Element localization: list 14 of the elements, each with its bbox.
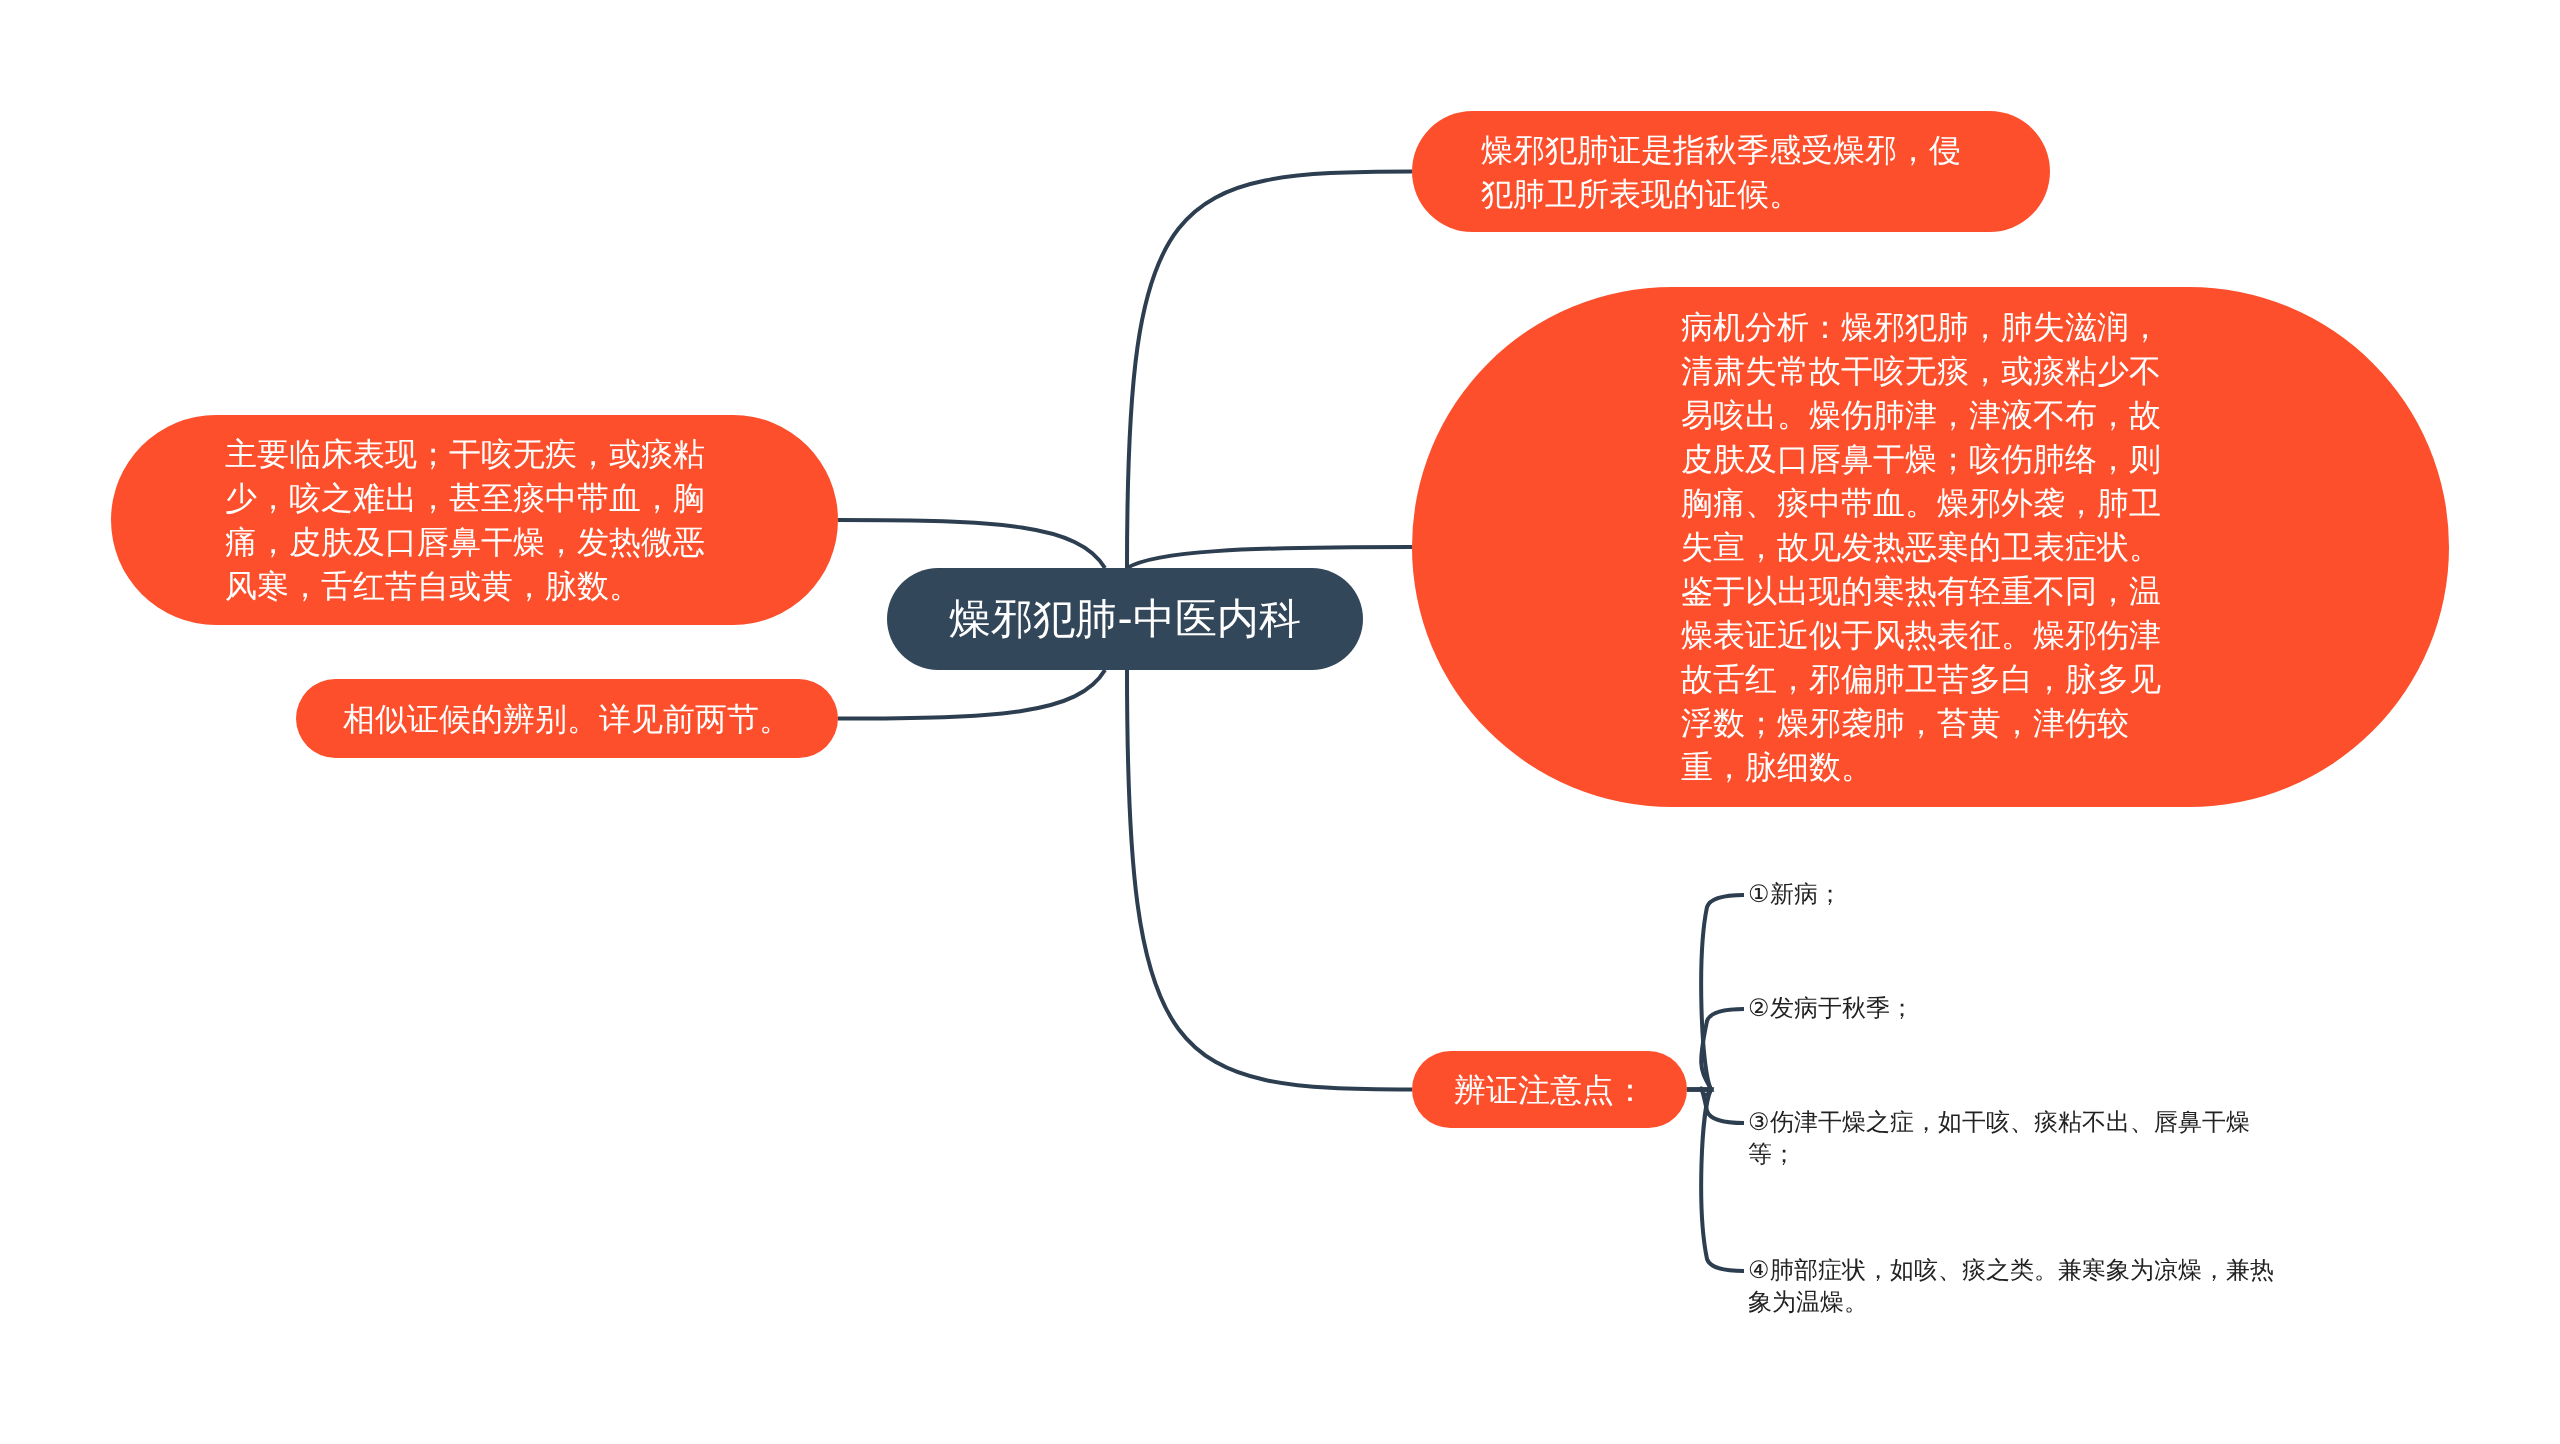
connector-line [838, 668, 1107, 721]
topic-box: 辨证注意点： [1412, 1051, 1687, 1128]
list-item-text: ②发病于秋季； [1748, 992, 2268, 1026]
list-item-text: ①新病； [1748, 878, 2268, 912]
list-item-text: ③伤津干燥之症，如干咳、痰粘不出、唇鼻干燥等； [1748, 1106, 2288, 1172]
topic-box: 病机分析：燥邪犯肺，肺失滋润，清肃失常故干咳无痰，或痰粘少不易咳出。燥伤肺津，津液不布，故皮肤及口唇鼻干燥；咳伤肺络，则胸痛、痰中带血。燥邪外袭，肺卫失宣，故见发热恶寒的卫表症状。鉴于以出现的寒热有轻重不同，温燥表证近似于风热表征。燥邪伤津故舌红，邪偏肺卫苦多白，脉多见浮数；燥邪袭肺，苔黄，津伤较重，脉细数。 [1412, 287, 2449, 807]
connector-line [838, 518, 1107, 570]
connector-line [1126, 545, 1412, 570]
list-item-text: ④肺部症状，如咳、痰之类。兼寒象为凉燥，兼热象为温燥。 [1748, 1254, 2288, 1320]
topic-box: 相似证候的辨别。详见前两节。 [296, 679, 838, 758]
central-topic-box: 燥邪犯肺-中医内科 [887, 568, 1363, 670]
topic-box: 主要临床表现；干咳无疾，或痰粘少，咳之难出，甚至痰中带血，胸痛，皮肤及口唇鼻干燥，发热微恶风寒，舌红苦自或黄，脉数。 [111, 415, 838, 625]
topic-box: 燥邪犯肺证是指秋季感受燥邪，侵犯肺卫所表现的证候。 [1412, 111, 2050, 232]
connector-line [1125, 169, 1413, 569]
